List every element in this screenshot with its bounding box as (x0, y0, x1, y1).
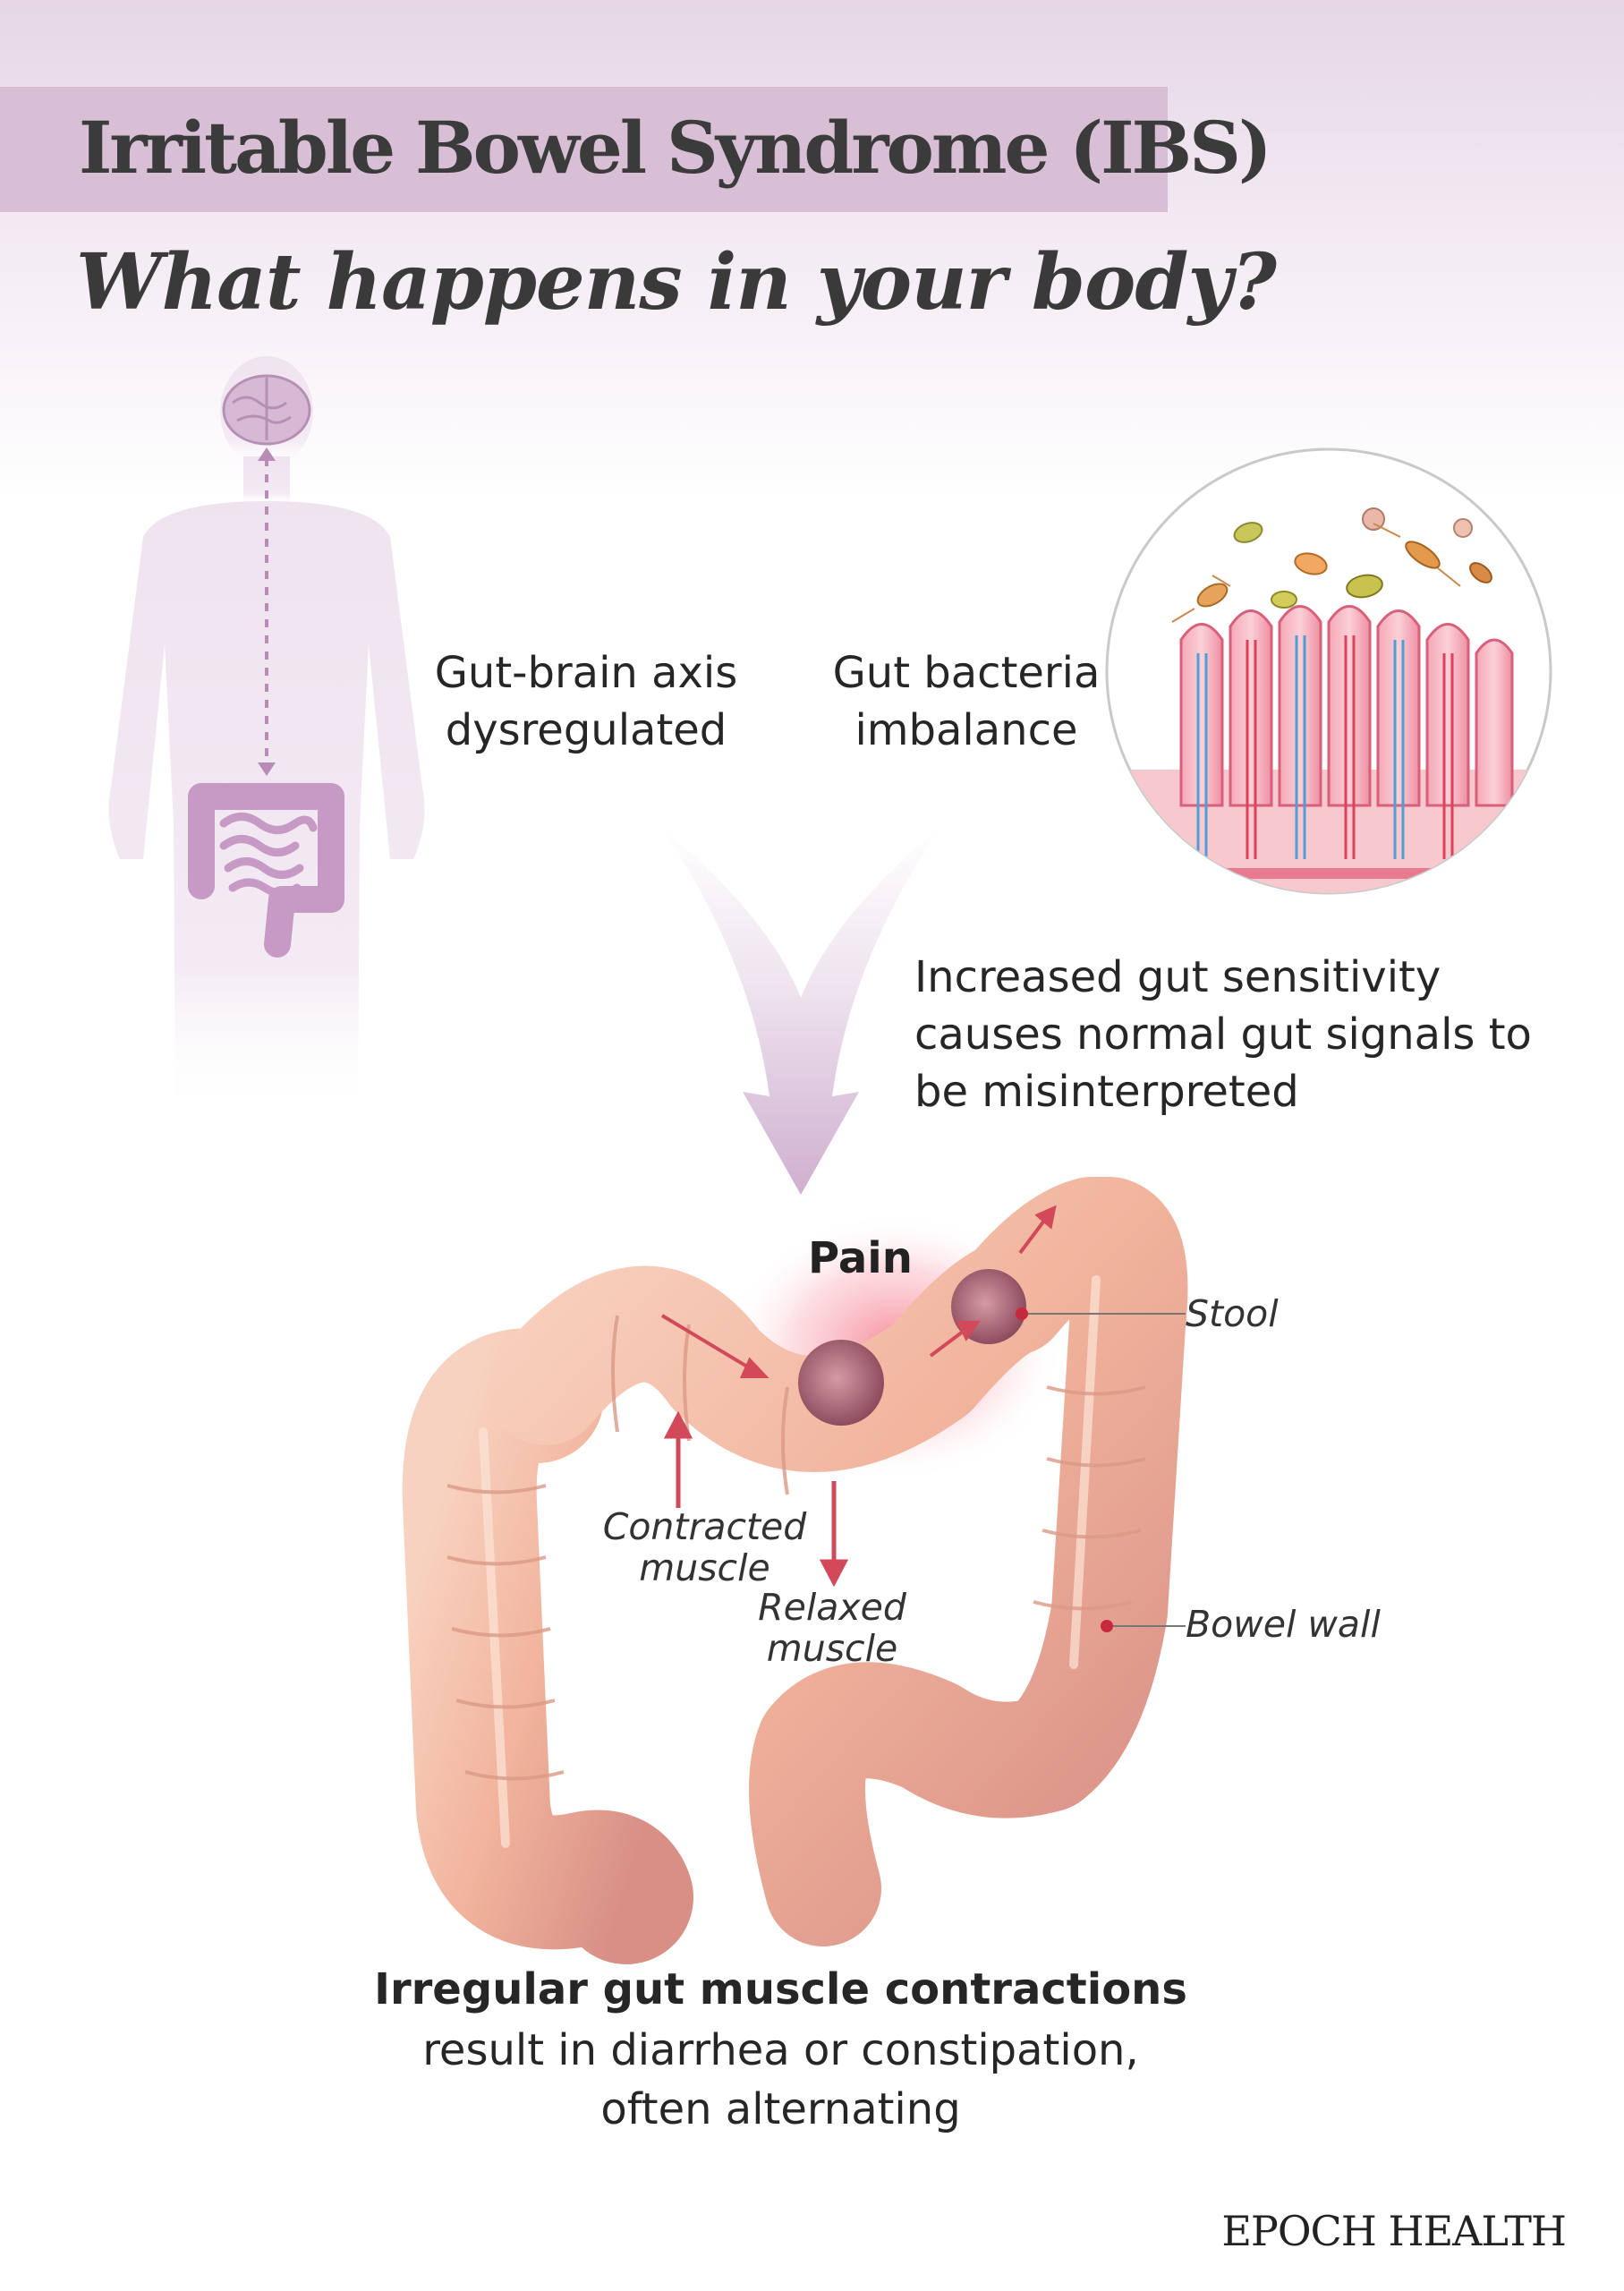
gut-bacteria-line2: imbalance (855, 705, 1078, 755)
relaxed-muscle-line1: Relaxed (758, 1586, 906, 1629)
relaxed-muscle-line2: muscle (766, 1627, 898, 1670)
page-title: Irritable Bowel Syndrome (IBS) (79, 106, 1272, 190)
colon-tube (402, 1177, 1188, 1964)
page-subtitle: What happens in your body? (76, 237, 1277, 328)
contracted-muscle-label: Contracted muscle (595, 1506, 814, 1588)
bacteria (1171, 507, 1492, 623)
pain-label: Pain (808, 1233, 913, 1283)
gut-brain-axis-label: Gut-brain axis dysregulated (421, 644, 752, 759)
title-band (0, 87, 1168, 212)
epoch-health-logo: EPOCH HEALTH (1221, 2207, 1567, 2255)
gut-bacteria-label: Gut bacteria imbalance (819, 644, 1114, 759)
label-pointers (1016, 1307, 1186, 1632)
gut-bacteria-line1: Gut bacteria (832, 648, 1101, 698)
contracted-muscle-line1: Contracted (602, 1505, 807, 1548)
muscle-arrows (663, 1410, 849, 1588)
brain-icon (222, 374, 311, 446)
flow-arrows (660, 1205, 1057, 1378)
contractions-description: result in diarrhea or constipation, ofte… (0, 2021, 1561, 2139)
colon-illustration (402, 1177, 1188, 1964)
intestine-icon (188, 783, 344, 958)
gut-sensitivity-line3: be misinterpreted (914, 1067, 1299, 1117)
stool-label: Stool (1186, 1292, 1279, 1335)
stool-pointer-dot (1016, 1307, 1028, 1320)
bowel-wall-pointer-dot (1101, 1620, 1113, 1632)
haustra-folds (446, 1315, 1146, 1781)
gut-sensitivity-line1: Increased gut sensitivity (914, 952, 1441, 1002)
contracted-muscle-line2: muscle (639, 1546, 770, 1589)
bowel-wall-label: Bowel wall (1186, 1603, 1381, 1646)
stool-lump-1 (798, 1340, 884, 1426)
villi (1179, 605, 1514, 807)
contractions-line2: often alternating (600, 2084, 961, 2134)
gut-brain-axis-line1: Gut-brain axis (434, 648, 738, 698)
contractions-line1: result in diarrhea or constipation, (422, 2025, 1139, 2075)
gut-brain-axis-line2: dysregulated (445, 705, 727, 755)
gut-bacteria-illustration (1105, 447, 1552, 895)
gut-sensitivity-label: Increased gut sensitivity causes normal … (914, 949, 1559, 1120)
body-silhouette (108, 356, 425, 1119)
down-arrow (662, 828, 940, 1195)
relaxed-muscle-label: Relaxed muscle (747, 1587, 917, 1669)
small-intestine-icon (219, 813, 318, 898)
capillaries (1196, 635, 1454, 859)
gut-sensitivity-line2: causes normal gut signals to (914, 1009, 1532, 1060)
contractions-heading: Irregular gut muscle contractions (374, 1964, 1187, 2014)
